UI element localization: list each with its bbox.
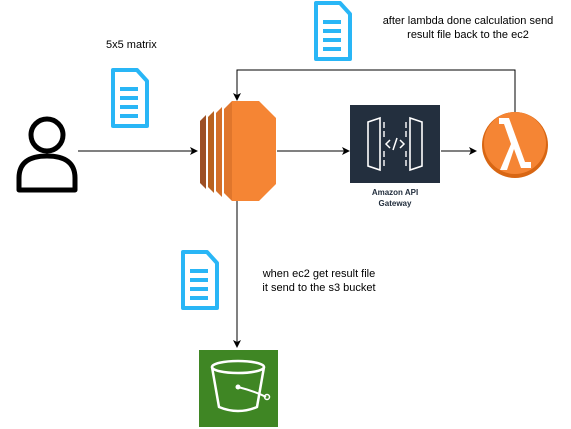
- ec2-icon: [200, 101, 276, 201]
- document-icon: [314, 1, 352, 61]
- return-note-line-2: result file back to the ec2: [407, 29, 529, 41]
- user-icon: [16, 116, 78, 193]
- s3-note-line-2: it send to the s3 bucket: [262, 282, 376, 294]
- return-note-line-1: after lambda done calculation send: [382, 15, 554, 27]
- lambda-icon: [482, 112, 548, 178]
- document-icon: [181, 250, 219, 310]
- s3-note-line-1: when ec2 get result file: [262, 268, 376, 280]
- arrow-lambda-to-ec2: [233, 69, 516, 113]
- document-icon: [111, 68, 149, 128]
- s3-note: when ec2 get result file it send to the …: [244, 267, 394, 295]
- return-note: after lambda done calculation send resul…: [370, 14, 566, 42]
- api-gateway-label: Amazon API Gateway: [350, 187, 440, 209]
- matrix-note: 5x5 matrix: [106, 39, 157, 51]
- api-gateway-label-line-1: Amazon API: [371, 188, 419, 197]
- api-gateway-icon: [350, 105, 440, 183]
- s3-bucket-icon: [199, 350, 278, 427]
- api-gateway-label-line-2: Gateway: [378, 199, 412, 208]
